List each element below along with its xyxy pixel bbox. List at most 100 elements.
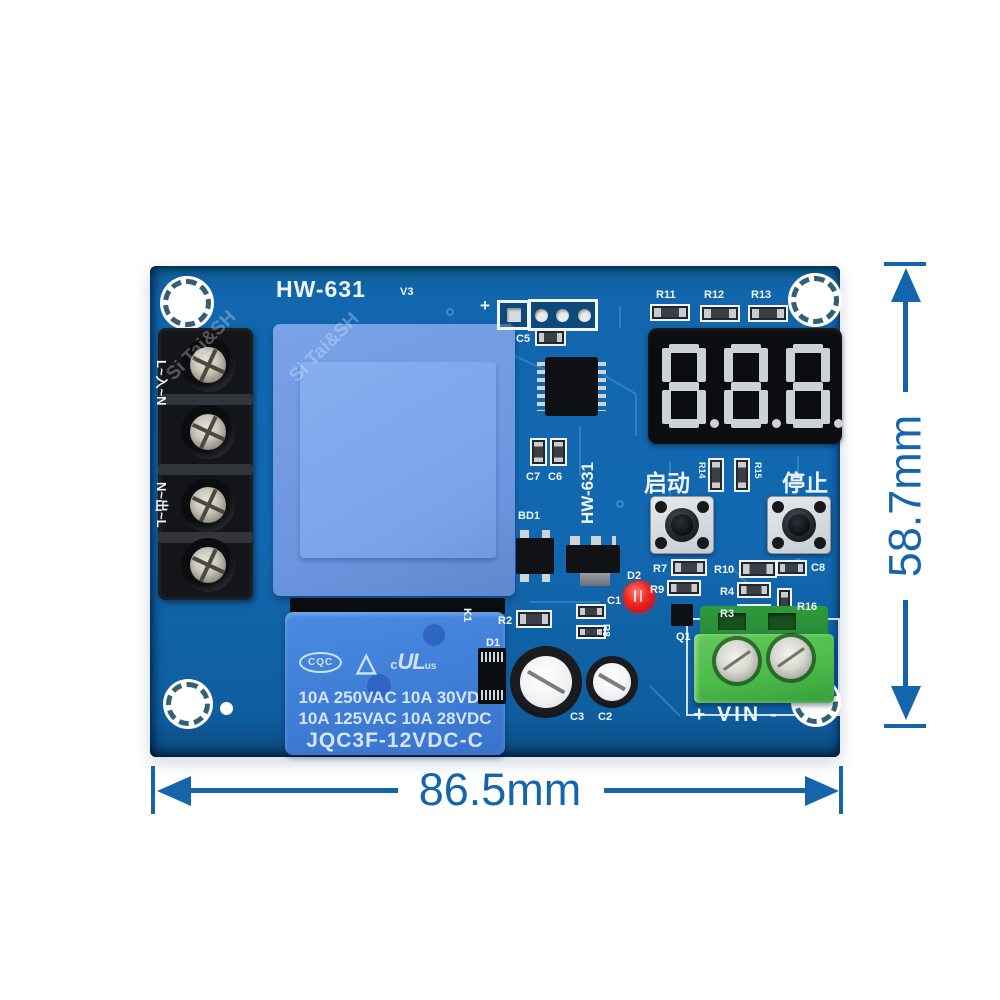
- pin-header: [528, 299, 598, 331]
- stop-button-label: 停止: [782, 470, 828, 496]
- seven-segment-display: [648, 328, 843, 444]
- capacitor-c1: [576, 604, 606, 619]
- seven-segment-digits: [662, 344, 843, 428]
- voltage-regulator: [566, 536, 620, 586]
- relay: CQC △ cULus 10A 250VAC 10A 30VDC 10A 125…: [285, 612, 505, 755]
- dim-width-tick-right: [839, 766, 843, 814]
- stop-button: [767, 496, 831, 554]
- dim-width-tick-left: [151, 766, 155, 814]
- board-title: HW-631: [276, 276, 366, 302]
- display-decimal-point: [834, 419, 843, 428]
- board-version: V3: [400, 286, 414, 298]
- vin-terminal-block: [694, 606, 834, 703]
- vin-screw-negative: [770, 637, 812, 679]
- resistor-r7: [671, 559, 707, 576]
- label-r3: R3: [720, 608, 735, 620]
- diode-d1: [478, 648, 506, 704]
- label-r14: R14: [697, 462, 707, 479]
- label-c8: C8: [811, 562, 826, 574]
- vertical-board-label: HW-631: [578, 461, 598, 525]
- label-r7: R7: [653, 563, 668, 575]
- label-c1: C1: [607, 595, 622, 607]
- display-digit: [724, 344, 781, 428]
- dim-height-arrow-up: [891, 268, 921, 302]
- label-r2: R2: [498, 615, 513, 627]
- relay-cert-logos: CQC △ cULus: [299, 642, 491, 682]
- dim-height-tick-bottom: [884, 724, 926, 728]
- mounting-hole-bottom-left: [163, 679, 213, 729]
- display-digit: [786, 344, 843, 428]
- dim-width-line-left: [186, 788, 398, 793]
- dim-width-line-right: [604, 788, 808, 793]
- dim-height-arrow-down: [891, 686, 921, 720]
- pin-header-pad1: [497, 300, 530, 330]
- display-decimal-point: [772, 419, 781, 428]
- dim-height-label: 58.7mm: [879, 414, 930, 578]
- ul-logo: cULus: [390, 649, 437, 674]
- label-r8: R8: [600, 624, 611, 637]
- terminal-screw: [181, 538, 235, 592]
- dim-width-arrow-right: [805, 776, 839, 806]
- capacitor-c2: [586, 656, 638, 708]
- capacitor-c3: [510, 646, 582, 718]
- ac-terminal-block: [158, 328, 253, 600]
- capacitor-c6: [550, 438, 567, 466]
- triangle-logo: △: [356, 647, 377, 677]
- label-r16: R16: [797, 601, 818, 613]
- transformer-pins: [290, 598, 505, 614]
- label-r12: R12: [704, 289, 725, 301]
- via-dot: [220, 702, 233, 715]
- transformer: [273, 324, 515, 596]
- relay-mold-mark: [423, 624, 445, 646]
- terminal-label-output: N~出~L: [154, 482, 169, 528]
- mounting-hole-top-right: [788, 273, 842, 327]
- label-q1: Q1: [676, 631, 691, 643]
- ic-chip: [537, 357, 606, 416]
- resistor-r15: [734, 458, 750, 492]
- label-d1: D1: [486, 637, 501, 649]
- resistor-r8: [576, 625, 606, 639]
- vin-screw-positive: [716, 640, 758, 682]
- transformer-core: [300, 362, 496, 558]
- label-d2: D2: [627, 570, 642, 582]
- capacitor-c5: [535, 329, 566, 346]
- label-r15: R15: [753, 462, 763, 479]
- label-r4: R4: [720, 586, 735, 598]
- start-button: [650, 496, 714, 554]
- terminal-divider: [158, 464, 253, 475]
- transistor-q1: [671, 604, 693, 626]
- resistor-r2: [516, 610, 552, 628]
- relay-part-number: JQC3F-12VDC-C: [306, 729, 484, 752]
- label-k1: K1: [461, 608, 473, 623]
- terminal-label-input: L~入~N: [154, 360, 169, 406]
- label-c2: C2: [598, 711, 613, 723]
- start-button-label: 启动: [644, 470, 690, 496]
- led-d2: [623, 581, 655, 613]
- display-digit: [662, 344, 719, 428]
- cqc-logo: CQC: [299, 651, 343, 673]
- capacitor-c8: [776, 560, 807, 576]
- display-decimal-point: [710, 419, 719, 428]
- terminal-divider: [158, 394, 253, 405]
- label-r10: R10: [714, 564, 735, 576]
- label-r11: R11: [656, 289, 676, 301]
- resistor-r13: [748, 305, 788, 322]
- vin-terminal-body: [694, 634, 834, 703]
- relay-rating-1: 10A 250VAC 10A 30VDC: [298, 688, 492, 707]
- pcb-board: Si Tai&SH Si Tai&SH HW-631 V3 L~入~N N~出~…: [150, 266, 843, 757]
- label-c6: C6: [548, 471, 563, 483]
- bridge-bd1: [516, 530, 554, 582]
- dim-height-line-top: [903, 300, 908, 392]
- resistor-r12: [700, 305, 740, 322]
- dim-height-tick-top: [884, 262, 926, 266]
- resistor-r9: [667, 580, 701, 596]
- label-bd1: BD1: [518, 510, 541, 522]
- dim-width-label: 86.5mm: [418, 764, 582, 815]
- resistor-r10: [739, 560, 777, 578]
- capacitor-c7: [530, 438, 547, 466]
- label-r13: R13: [751, 289, 772, 301]
- terminal-screw: [181, 338, 235, 392]
- resistor-r14: [708, 458, 724, 492]
- label-c3: C3: [570, 711, 585, 723]
- mounting-hole-top-left: [160, 276, 214, 330]
